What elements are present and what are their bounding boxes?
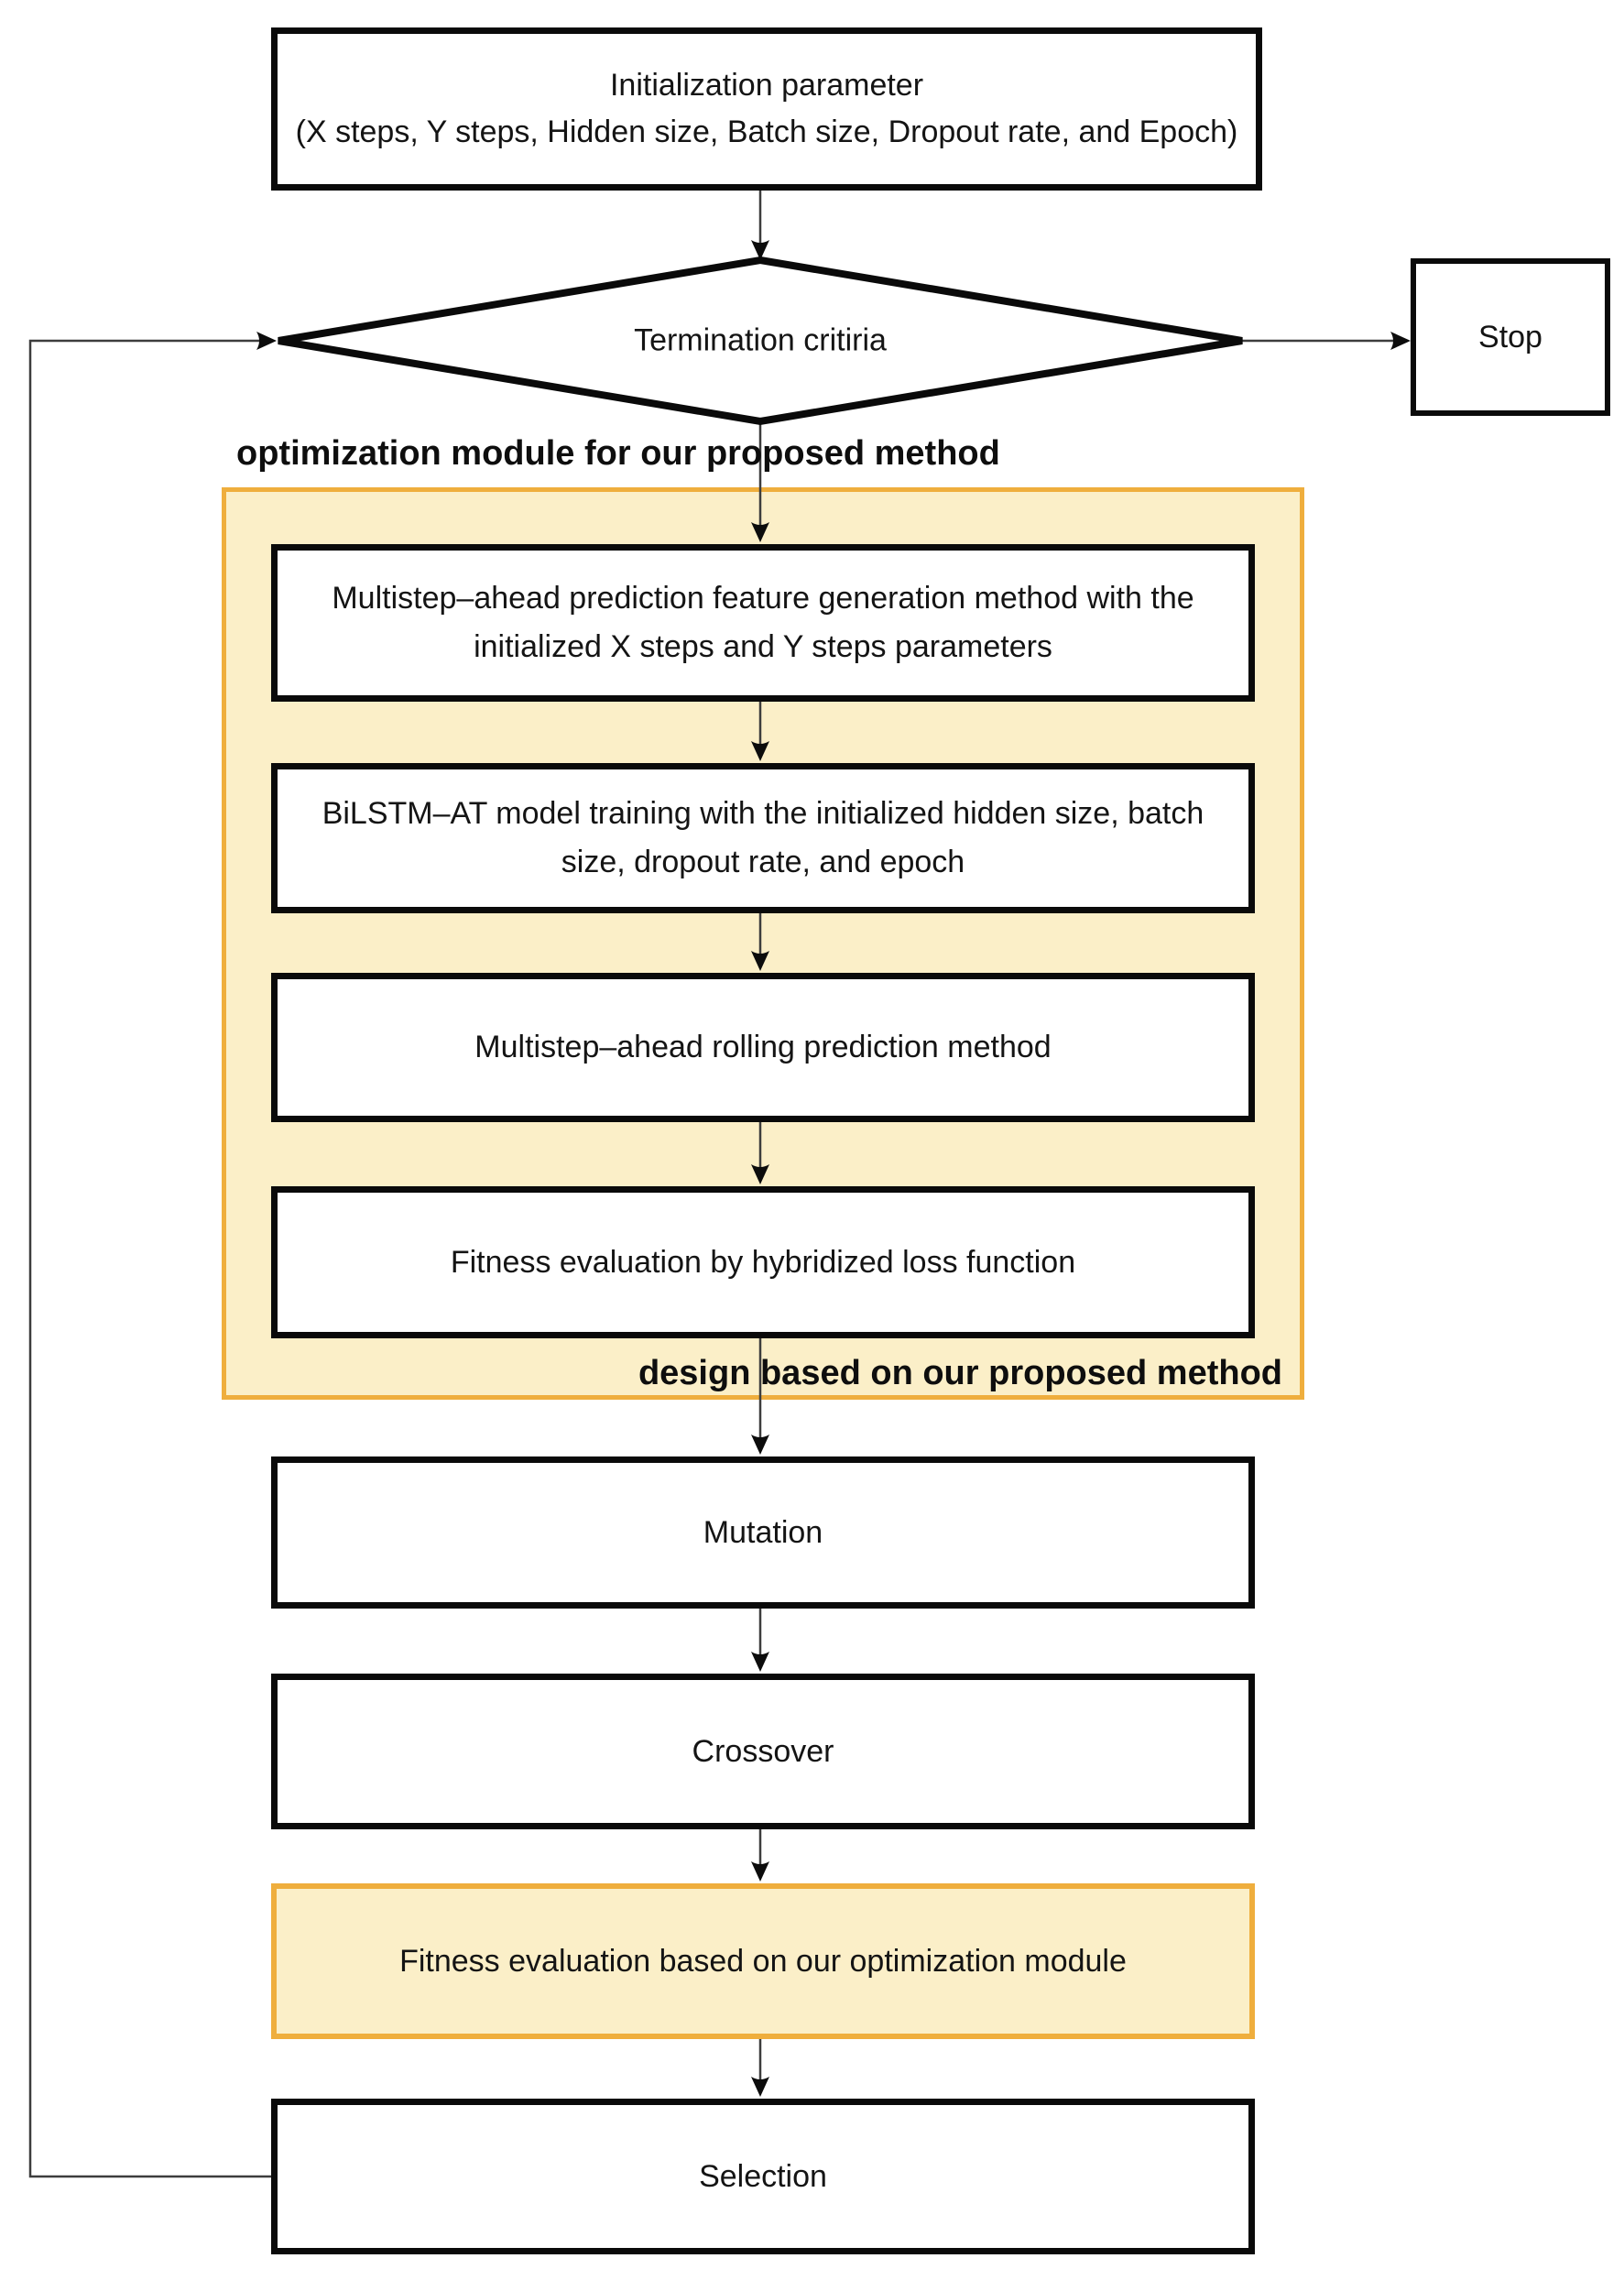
node-feature-generation-line2: initialized X steps and Y steps paramete… — [474, 629, 1052, 664]
node-crossover: Crossover — [271, 1674, 1255, 1829]
arrowhead-down-icon — [751, 240, 769, 260]
node-model-training-line2: size, dropout rate, and epoch — [561, 845, 965, 879]
arrowhead-down-icon — [751, 522, 769, 542]
node-fitness-hybridized-label: Fitness evaluation by hybridized loss fu… — [450, 1244, 1076, 1280]
node-initialization-line1: Initialization parameter — [609, 68, 924, 103]
arrowhead-right-icon — [256, 332, 277, 350]
node-model-training: BiLSTM–AT model training with the initia… — [271, 763, 1255, 913]
node-feature-generation: Multistep–ahead prediction feature gener… — [271, 544, 1255, 702]
node-rolling-prediction: Multistep–ahead rolling prediction metho… — [271, 973, 1255, 1122]
annotation-optimization-module: optimization module for our proposed met… — [236, 434, 1000, 473]
node-fitness-optimization: Fitness evaluation based on our optimiza… — [271, 1883, 1255, 2039]
node-initialization-line2: (X steps, Y steps, Hidden size, Batch si… — [295, 115, 1238, 149]
arrowhead-down-icon — [751, 951, 769, 971]
node-mutation-label: Mutation — [703, 1514, 823, 1550]
node-initialization: Initialization parameter (X steps, Y ste… — [271, 27, 1262, 191]
arrowhead-right-icon — [1390, 332, 1411, 350]
node-fitness-hybridized: Fitness evaluation by hybridized loss fu… — [271, 1186, 1255, 1338]
arrowhead-down-icon — [751, 2077, 769, 2097]
node-selection-label: Selection — [699, 2158, 827, 2194]
connector-selection-feedback — [28, 339, 271, 2178]
arrowhead-down-icon — [751, 1435, 769, 1455]
node-stop: Stop — [1411, 258, 1610, 416]
node-crossover-label: Crossover — [692, 1733, 834, 1769]
node-model-training-line1: BiLSTM–AT model training with the initia… — [322, 796, 1204, 832]
arrowhead-down-icon — [751, 741, 769, 761]
arrowhead-down-icon — [751, 1861, 769, 1882]
node-termination-label: Termination critiria — [634, 322, 887, 358]
node-rolling-prediction-label: Multistep–ahead rolling prediction metho… — [474, 1030, 1052, 1065]
node-stop-label: Stop — [1478, 319, 1542, 355]
node-termination-diamond — [278, 256, 1243, 426]
annotation-design-based: design based on our proposed method — [638, 1354, 1282, 1392]
node-mutation: Mutation — [271, 1456, 1255, 1609]
arrowhead-down-icon — [751, 1164, 769, 1184]
node-selection: Selection — [271, 2099, 1255, 2254]
arrowhead-down-icon — [751, 1652, 769, 1672]
node-feature-generation-line1: Multistep–ahead prediction feature gener… — [332, 581, 1194, 616]
node-fitness-optimization-label: Fitness evaluation based on our optimiza… — [399, 1943, 1127, 1979]
